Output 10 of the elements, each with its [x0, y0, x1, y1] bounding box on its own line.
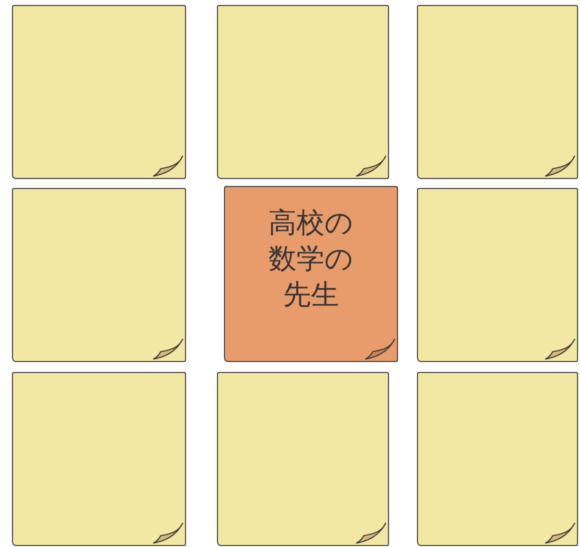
sticky-note — [12, 188, 186, 362]
sticky-note — [224, 186, 398, 362]
sticky-note — [417, 5, 578, 179]
sticky-note — [417, 372, 578, 546]
sticky-note — [217, 5, 389, 179]
sticky-note — [12, 372, 186, 546]
note-text: 高校の数学の先生 — [268, 205, 354, 313]
sticky-note — [217, 372, 389, 546]
sticky-note — [12, 5, 186, 179]
sticky-note — [417, 188, 578, 362]
